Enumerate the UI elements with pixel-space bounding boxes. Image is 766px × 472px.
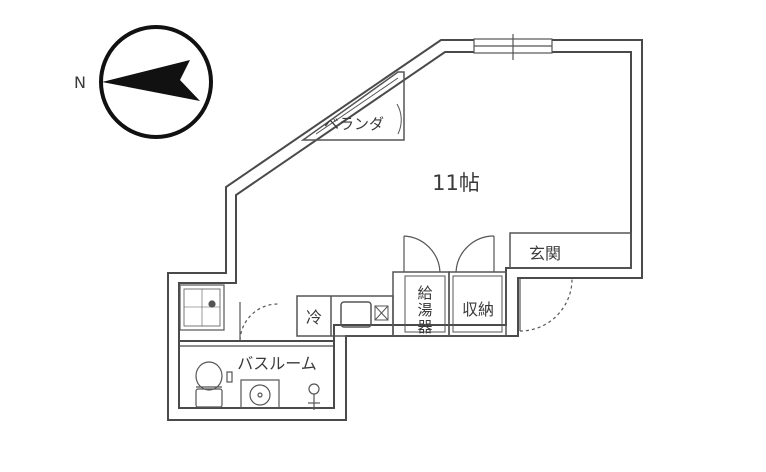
veranda-label: ベランダ (324, 115, 384, 133)
veranda-door-swing (396, 103, 402, 135)
washer-pan (179, 284, 225, 331)
water-heater-label-3: 器 (417, 318, 432, 336)
window-top (473, 34, 553, 60)
shower-icon (308, 383, 320, 410)
closet-doors (403, 235, 495, 273)
shower-head (308, 383, 320, 395)
cabinets (392, 271, 507, 337)
toilet-icon (195, 361, 233, 408)
bathroom-door (239, 302, 279, 341)
veranda-rail (315, 77, 399, 135)
storage-label: 収納 (462, 300, 494, 319)
toilet-bowl (195, 361, 223, 391)
washbasin-drain (257, 392, 263, 398)
compass-ring (99, 25, 213, 139)
bathroom-door-swing (239, 303, 279, 341)
toilet-tank (195, 388, 223, 408)
entrance (509, 232, 632, 269)
bathroom-label: バスルーム (237, 354, 317, 373)
washbasin-counter (240, 379, 280, 409)
stove-icon (374, 305, 389, 321)
washbasin-icon (240, 379, 280, 409)
washbasin-bowl (249, 384, 271, 406)
water-heater-label-2: 湯 (417, 301, 432, 319)
entrance-label: 玄関 (529, 244, 561, 263)
toilet-paper-holder (226, 371, 233, 383)
storage-cabinet (448, 271, 507, 337)
fridge-label: 冷 (306, 308, 322, 327)
water-heater-label-1: 給 (417, 284, 432, 302)
kitchen-counter-outline (296, 295, 394, 337)
veranda-outline (300, 71, 405, 141)
front-door (519, 278, 573, 332)
main-room-label: 11帖 (432, 171, 480, 195)
storage-inner (452, 275, 503, 333)
veranda (300, 71, 405, 141)
compass-north-label: N (74, 73, 86, 92)
entrance-step (509, 232, 632, 269)
closet-door-right-swing (455, 235, 495, 273)
closet-door-left-swing (403, 235, 441, 273)
front-door-swing (519, 278, 573, 332)
stove-burner-mark-2 (374, 305, 389, 321)
kitchen-counter (296, 295, 394, 337)
water-heater-inner (404, 275, 446, 333)
washer-drain-icon (208, 300, 216, 308)
outer-wall-inner-line (178, 51, 632, 409)
compass-needle-icon (102, 60, 200, 101)
outer-wall-outer-line (167, 39, 643, 421)
outer-walls (167, 39, 643, 421)
washer-area (179, 284, 225, 331)
compass: N (74, 25, 213, 139)
sink-icon (340, 301, 372, 328)
